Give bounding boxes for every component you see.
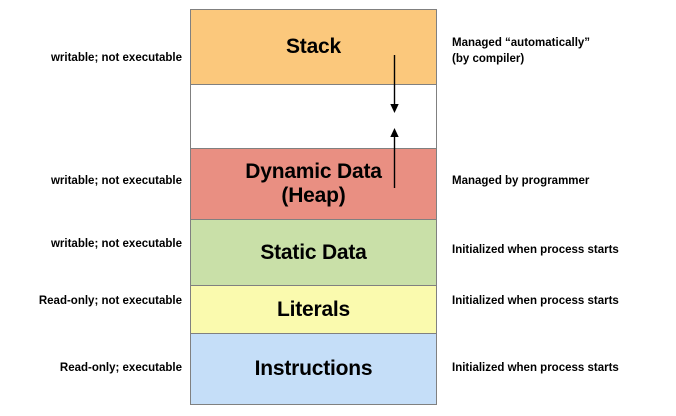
- right-note-literals: Initialized when process starts: [452, 295, 619, 307]
- right-note-static-data: Initialized when process starts: [452, 244, 619, 256]
- segment-dynamic-data-subtitle: (Heap): [281, 184, 346, 207]
- segment-static-data-label: Static Data: [260, 240, 367, 264]
- segment-dynamic-data-label: Dynamic Data (Heap): [245, 160, 382, 207]
- segment-dynamic-data: Dynamic Data (Heap): [190, 148, 437, 220]
- left-note-static-data: writable; not executable: [50, 238, 182, 250]
- segment-free-space: [190, 84, 437, 149]
- segment-literals-label: Literals: [276, 297, 351, 321]
- left-note-stack: writable; not executable: [50, 52, 182, 64]
- segment-stack: Stack: [190, 9, 437, 85]
- segment-literals: Literals: [190, 285, 437, 334]
- segment-instructions-label: Instructions: [254, 357, 373, 381]
- segment-stack-label: Stack: [285, 35, 342, 59]
- segment-dynamic-data-title: Dynamic Data: [245, 160, 382, 184]
- right-note-stack: Managed “automatically” (by compiler): [452, 37, 591, 65]
- segment-instructions: Instructions: [190, 333, 437, 405]
- left-note-dynamic-data: writable; not executable: [50, 175, 182, 187]
- segment-static-data: Static Data: [190, 219, 437, 286]
- right-note-dynamic-data: Managed by programmer: [452, 175, 590, 187]
- right-note-instructions: Initialized when process starts: [452, 362, 619, 374]
- left-note-literals: Read-only; not executable: [38, 295, 182, 307]
- left-note-instructions: Read-only; executable: [59, 362, 182, 374]
- memory-segment-column: Stack Dynamic Data (Heap) Static Data Li…: [190, 9, 437, 405]
